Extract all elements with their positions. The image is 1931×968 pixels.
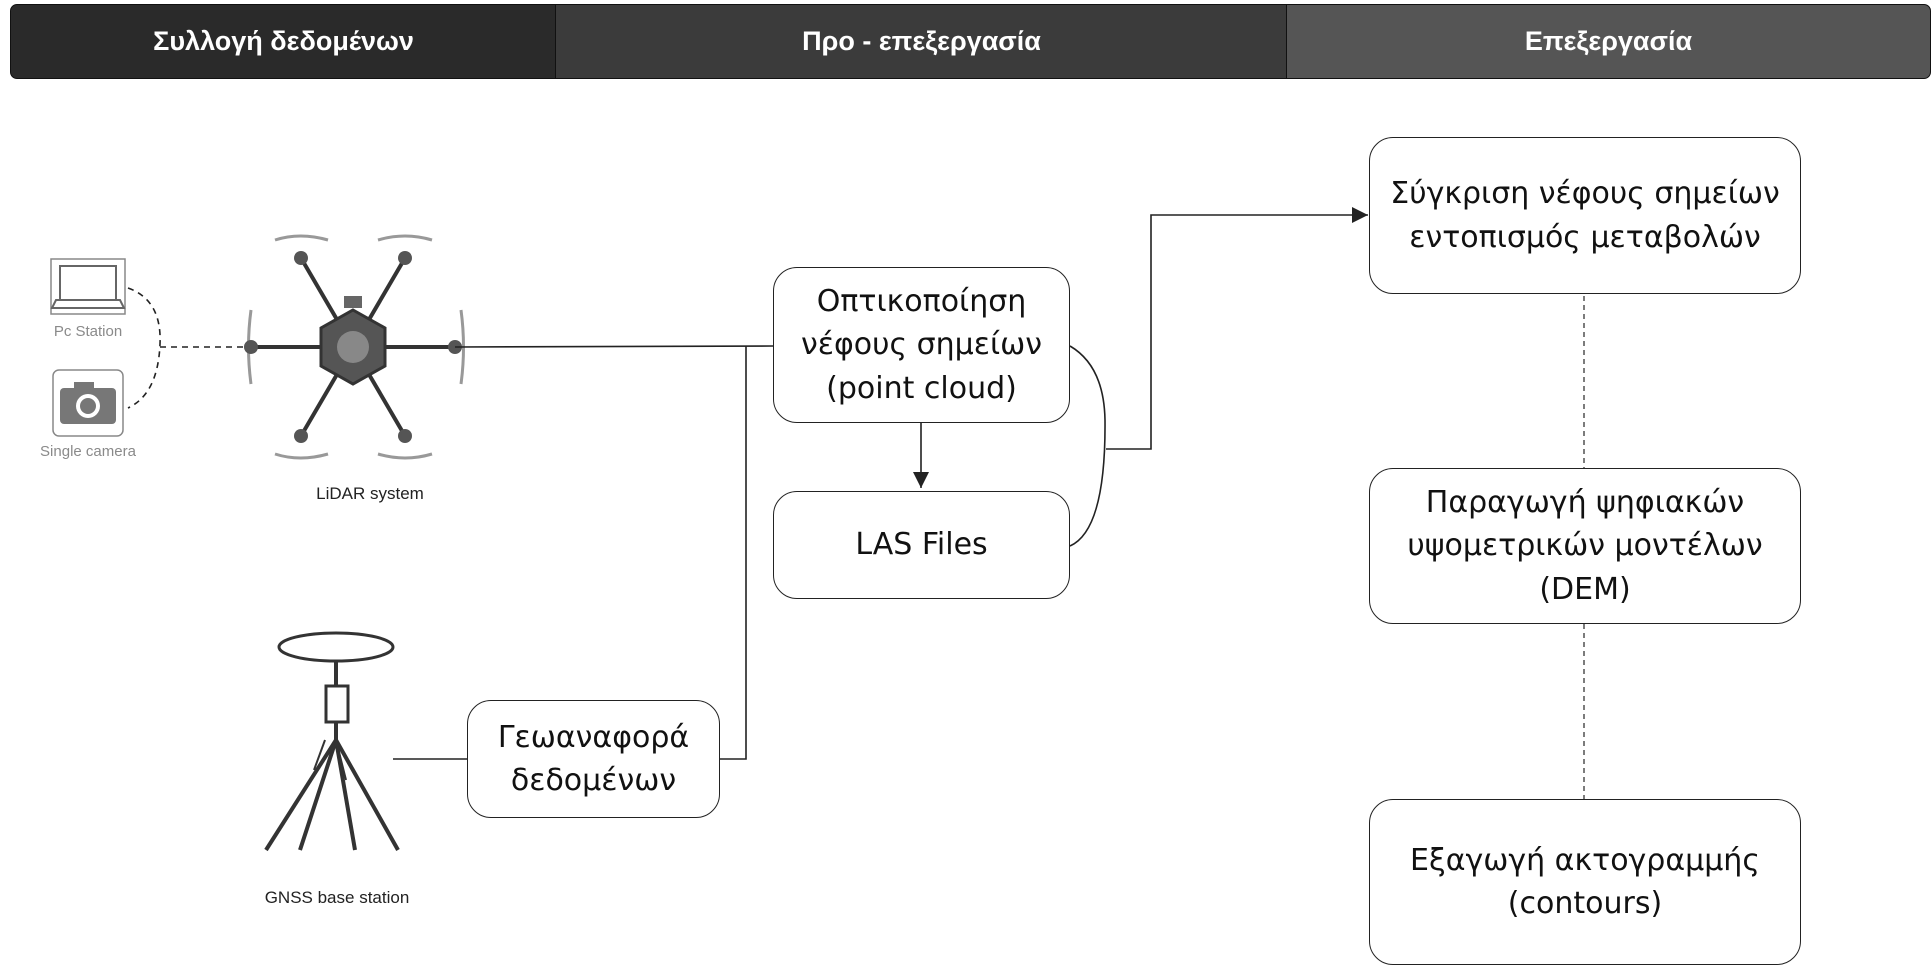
node-georeference: Γεωαναφορά δεδομένων: [467, 700, 720, 818]
node-point-cloud-comparison: Σύγκριση νέφους σημείων εντοπισμός μεταβ…: [1369, 137, 1801, 294]
node-point-cloud-visualization: Οπτικοποίηση νέφους σημείων (point cloud…: [773, 267, 1070, 423]
stage-tab-preprocessing: Προ - επεξεργασία: [555, 4, 1288, 79]
node-dem-generation: Παραγωγή ψηφιακών υψομετρικών μοντέλων (…: [1369, 468, 1801, 624]
camera-icon: [52, 369, 124, 437]
single-camera-label: Single camera: [40, 443, 136, 460]
stage-tab-data-collection: Συλλογή δεδομένων: [10, 4, 557, 79]
connector-preprocessing-to-comparison: [1069, 207, 1368, 547]
stage-header: Συλλογή δεδομένων Προ - επεξεργασία Επεξ…: [10, 4, 1931, 79]
lidar-system-label: LiDAR system: [316, 484, 424, 503]
stage-tab-processing: Επεξεργασία: [1286, 4, 1931, 79]
drone-icon: [244, 234, 465, 460]
connector-drone-to-visualization: [454, 345, 774, 348]
gnss-base-station-label: GNSS base station: [264, 888, 410, 907]
node-contour-extraction: Εξαγωγή ακτογραμμής (contours): [1369, 799, 1801, 965]
pc-station-label: Pc Station: [53, 323, 123, 340]
device-link-dashed: [127, 287, 245, 409]
laptop-icon: [50, 258, 126, 315]
node-las-files: LAS Files: [773, 491, 1070, 599]
connector-georef-to-visualization: [720, 346, 747, 760]
gnss-tripod-icon: [264, 631, 400, 852]
